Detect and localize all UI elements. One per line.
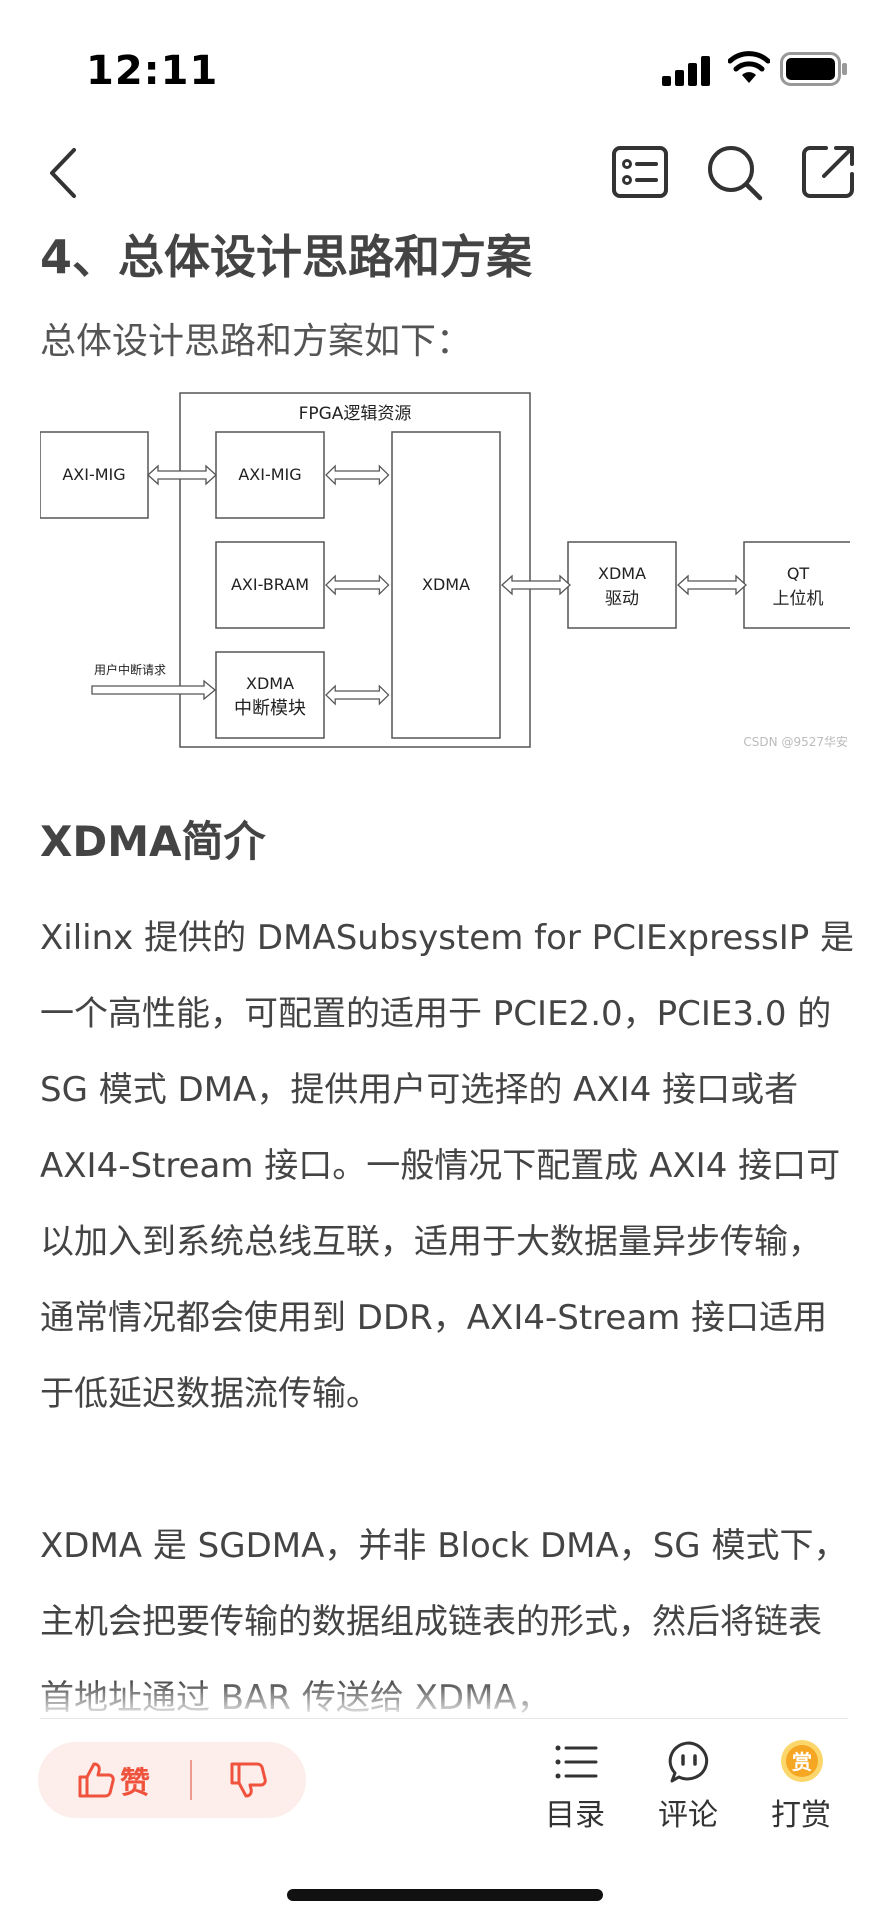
reward-label: 打赏 bbox=[771, 1798, 831, 1833]
fpga-container bbox=[179, 392, 531, 748]
share-button[interactable] bbox=[796, 140, 860, 204]
diagram-watermark: CSDN @9527华安 bbox=[743, 734, 848, 749]
pill-separator bbox=[190, 1760, 192, 1800]
like-pill bbox=[38, 1742, 306, 1818]
arrow-mig-ext bbox=[147, 465, 217, 485]
bottom-divider bbox=[40, 1718, 848, 1719]
reward-badge: 赏 bbox=[792, 1750, 812, 1774]
qt-label-line1: QT bbox=[787, 564, 810, 583]
cellular-signal-icon bbox=[662, 56, 710, 86]
interrupt-label-line1: XDMA bbox=[246, 674, 294, 693]
qt-box bbox=[743, 541, 850, 629]
comment-icon bbox=[668, 1741, 709, 1783]
like-label: 赞 bbox=[120, 1766, 150, 1801]
chevron-left-icon bbox=[50, 148, 76, 198]
driver-label-line2: 驱动 bbox=[605, 589, 639, 609]
bram-label: AXI-BRAM bbox=[231, 575, 309, 594]
xdma-label: XDMA bbox=[422, 575, 470, 594]
list-icon bbox=[612, 146, 668, 198]
toc-label: 目录 bbox=[545, 1798, 605, 1833]
wifi-icon bbox=[728, 51, 770, 83]
status-time: 12:11 bbox=[86, 48, 219, 94]
coin-icon bbox=[781, 1740, 823, 1782]
reward-tool[interactable]: 赏 打赏 bbox=[756, 1738, 846, 1838]
bottom-fade bbox=[0, 1680, 887, 1720]
home-indicator bbox=[287, 1889, 603, 1901]
arrow-int-xdma bbox=[325, 685, 390, 705]
lead-text: 总体设计思路和方案如下： bbox=[40, 321, 473, 362]
search-icon bbox=[708, 146, 763, 201]
fpga-container-label: FPGA逻辑资源 bbox=[299, 404, 412, 424]
toc-button[interactable] bbox=[608, 140, 672, 204]
toc-tool[interactable]: 目录 bbox=[530, 1738, 620, 1838]
intro-title: XDMA简介 bbox=[40, 817, 266, 866]
thumbs-down-icon bbox=[230, 1762, 267, 1798]
status-bar: 12:11 bbox=[0, 0, 887, 130]
interrupt-box bbox=[215, 651, 325, 739]
qt-label-line2: 上位机 bbox=[773, 589, 824, 609]
user-interrupt-label: 用户中断请求 bbox=[94, 662, 166, 677]
back-button[interactable] bbox=[40, 138, 90, 208]
arrow-driver-qt bbox=[677, 575, 747, 595]
bram-box bbox=[215, 541, 325, 629]
driver-label-line1: XDMA bbox=[598, 564, 646, 583]
user-interrupt-arrow bbox=[91, 679, 217, 701]
arrow-bram-xdma bbox=[325, 575, 390, 595]
search-button[interactable] bbox=[702, 140, 766, 204]
section-title: 4、总体设计思路和方案 bbox=[40, 230, 533, 284]
article-body: 4、总体设计思路和方案 总体设计思路和方案如下： bbox=[40, 225, 850, 367]
comment-label: 评论 bbox=[658, 1798, 718, 1833]
intro-paragraph-1: Xilinx 提供的 DMASubsystem for PCIExpressIP… bbox=[40, 918, 855, 1414]
dislike-button[interactable] bbox=[200, 1742, 300, 1818]
thumbs-up-icon bbox=[78, 1762, 115, 1798]
like-button[interactable] bbox=[38, 1742, 188, 1818]
inner-mig-label: AXI-MIG bbox=[238, 465, 301, 484]
comment-tool[interactable]: 评论 bbox=[643, 1738, 733, 1838]
external-mig-label: AXI-MIG bbox=[62, 465, 125, 484]
design-diagram: FPGA逻辑资源 AXI-MIG AXI-MIG AXI-BRAM XDMA 中… bbox=[40, 392, 850, 749]
battery-icon bbox=[780, 52, 847, 86]
driver-box bbox=[567, 541, 677, 629]
interrupt-label-line2: 中断模块 bbox=[234, 698, 306, 719]
share-icon bbox=[802, 146, 854, 198]
arrow-xdma-driver bbox=[501, 575, 571, 595]
arrow-mig-xdma bbox=[325, 465, 390, 485]
xdma-box bbox=[391, 431, 501, 739]
menu-icon bbox=[555, 1745, 598, 1779]
